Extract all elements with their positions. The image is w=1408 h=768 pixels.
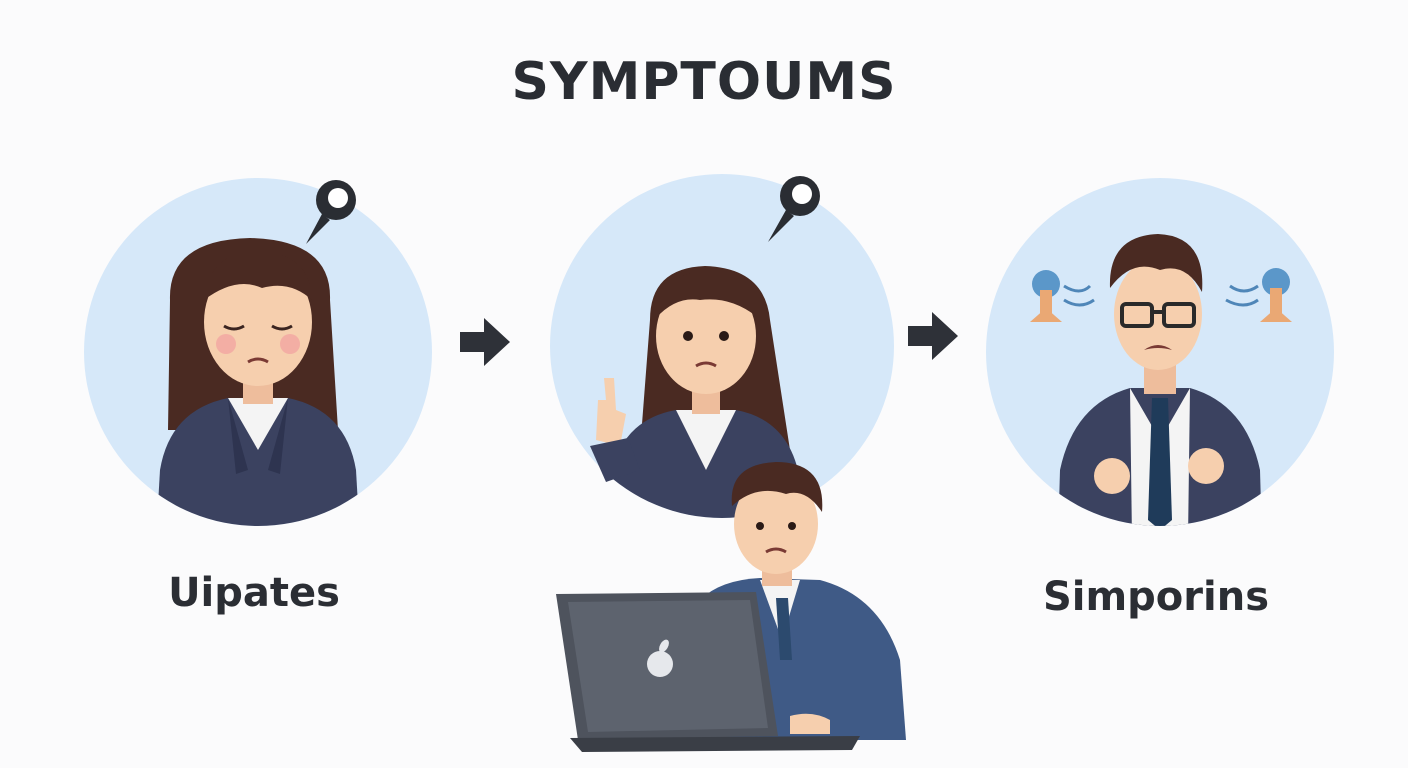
step-3-label: Simporins [996,574,1316,620]
step-1-illustration [84,178,432,540]
arrow-right-icon [908,312,958,360]
step-2-illustration [550,174,894,540]
laptop-base [570,736,860,752]
step-3-illustration [986,178,1334,540]
step-1-label: Uipates [94,570,414,616]
arrow-right-icon [460,318,510,366]
tie-icon [1148,398,1172,530]
